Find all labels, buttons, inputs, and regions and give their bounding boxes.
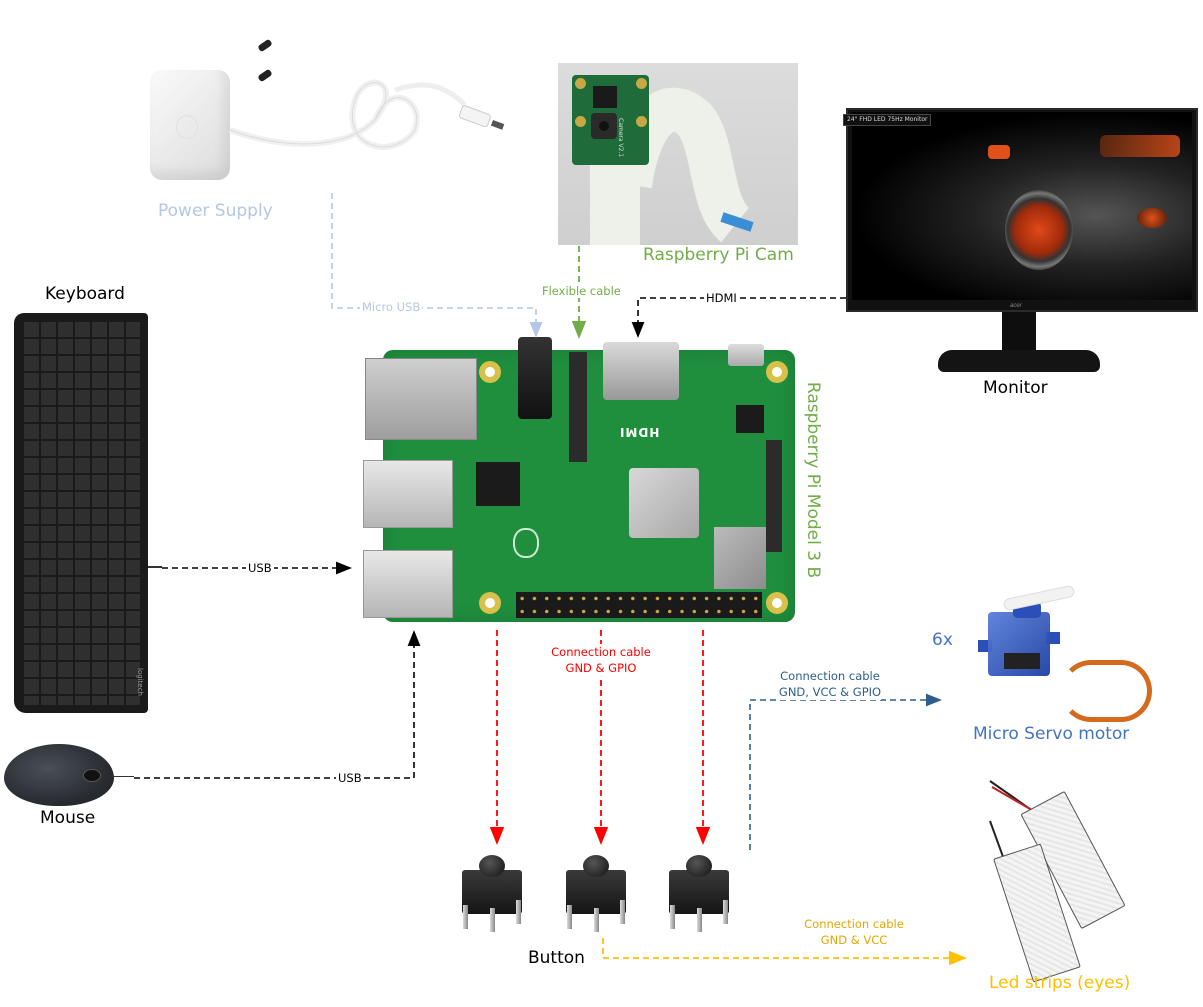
button-leg (670, 905, 675, 929)
button-label: Button (528, 948, 585, 968)
servo-cable-label: Connection cable GND, VCC & GPIO (770, 668, 890, 700)
monitor-stand-neck (1002, 312, 1036, 354)
keyboard-label: Keyboard (45, 284, 125, 304)
usb-port (363, 460, 453, 528)
plug-prong (257, 38, 273, 53)
gpio-header (516, 592, 762, 618)
mount-hole (575, 116, 586, 127)
hdmi-line (631, 297, 846, 338)
camera-lens-icon (591, 113, 617, 139)
mouse-label: Mouse (40, 808, 96, 828)
mount-hole (575, 78, 586, 89)
keyboard-keys (22, 320, 140, 705)
audio-jack (518, 337, 552, 419)
button-cap (686, 855, 712, 877)
mount-hole (479, 361, 501, 383)
raspberry-logo-icon (513, 528, 539, 558)
screen-graphic (988, 145, 1010, 159)
raspberry-pi-label: Raspberry Pi Model 3 B (803, 381, 824, 579)
monitor-stand-base (938, 350, 1100, 372)
servo-cable-label-line1: Connection cable (780, 669, 880, 683)
button-cap (583, 855, 609, 877)
button-leg (516, 900, 521, 924)
mount-hole (636, 78, 647, 89)
raspberry-logo-icon (176, 115, 198, 139)
mount-hole (766, 361, 788, 383)
display-connector (766, 440, 782, 552)
hdmi-silkscreen: HDMI (619, 425, 660, 439)
pmic-chip (736, 405, 764, 433)
camera-connector (569, 352, 587, 462)
screen-graphic (1005, 190, 1073, 270)
power-supply-label: Power Supply (158, 201, 273, 221)
button-leg (594, 908, 599, 932)
ethernet-port (365, 358, 477, 440)
mouse-cable (114, 776, 134, 777)
push-button-icon (566, 870, 626, 914)
button-leg (490, 908, 495, 932)
camera-board-text: Camera V2.1 (617, 118, 624, 158)
mouse-wheel (83, 769, 101, 782)
screen-graphic (1100, 135, 1180, 157)
button-leg (620, 900, 625, 924)
keyboard-brand: logitech (135, 668, 144, 696)
mount-hole (636, 116, 647, 127)
keyboard-cable (148, 566, 162, 568)
gpio-cable-label-line2: GND & GPIO (565, 660, 637, 676)
led-cable-label: Connection cable GND & VCC (793, 916, 915, 948)
monitor-brand: acer (1010, 303, 1022, 309)
gpio-cable-label-line1: Connection cable (551, 644, 651, 660)
camera-sensor (593, 86, 617, 108)
servo-cable-label-line2: GND, VCC & GPIO (778, 684, 882, 700)
led-strips-label: Led strips (eyes) (989, 973, 1131, 993)
led-cable-label-line2: GND & VCC (820, 933, 888, 947)
button-leg (697, 908, 702, 932)
servo-wire (1060, 660, 1152, 722)
mount-hole (766, 592, 788, 614)
button-leg (723, 900, 728, 924)
button-leg (567, 905, 572, 929)
power-cable-icon (228, 79, 505, 150)
led-cable-label-line1: Connection cable (804, 917, 904, 931)
micro-usb-label: Micro USB (360, 300, 423, 314)
button-cap (479, 855, 505, 877)
camera-label: Raspberry Pi Cam (643, 245, 794, 265)
mouse-usb-label: USB (336, 771, 364, 785)
mount-hole (479, 592, 501, 614)
led-wire (991, 786, 1033, 811)
flexible-cable-label: Flexible cable (540, 284, 623, 298)
lan-chip (476, 462, 520, 506)
micro-usb-port (728, 344, 764, 366)
push-button-icon (669, 870, 729, 914)
mouse-usb-line (134, 630, 421, 779)
servo-count: 6x (932, 630, 953, 650)
broadcom-soc (629, 468, 699, 538)
button-leg (463, 905, 468, 929)
servo-sticker (1004, 653, 1040, 669)
hdmi-label: HDMI (704, 291, 739, 305)
usb-port (363, 550, 453, 618)
monitor-label: Monitor (983, 378, 1048, 398)
servo-label: Micro Servo motor (973, 724, 1130, 744)
screen-graphic (1137, 208, 1167, 228)
led-wire (989, 820, 1005, 859)
hdmi-port (603, 342, 679, 400)
gpio-cable-label: Connection cable GND & GPIO (540, 644, 662, 676)
push-button-icon (462, 870, 522, 914)
wifi-shield (714, 527, 766, 589)
monitor-screen-tag: 24" FHD LED 75Hz Monitor (843, 114, 932, 126)
keyboard-usb-label: USB (246, 561, 274, 575)
servo-cable-line (749, 693, 942, 850)
